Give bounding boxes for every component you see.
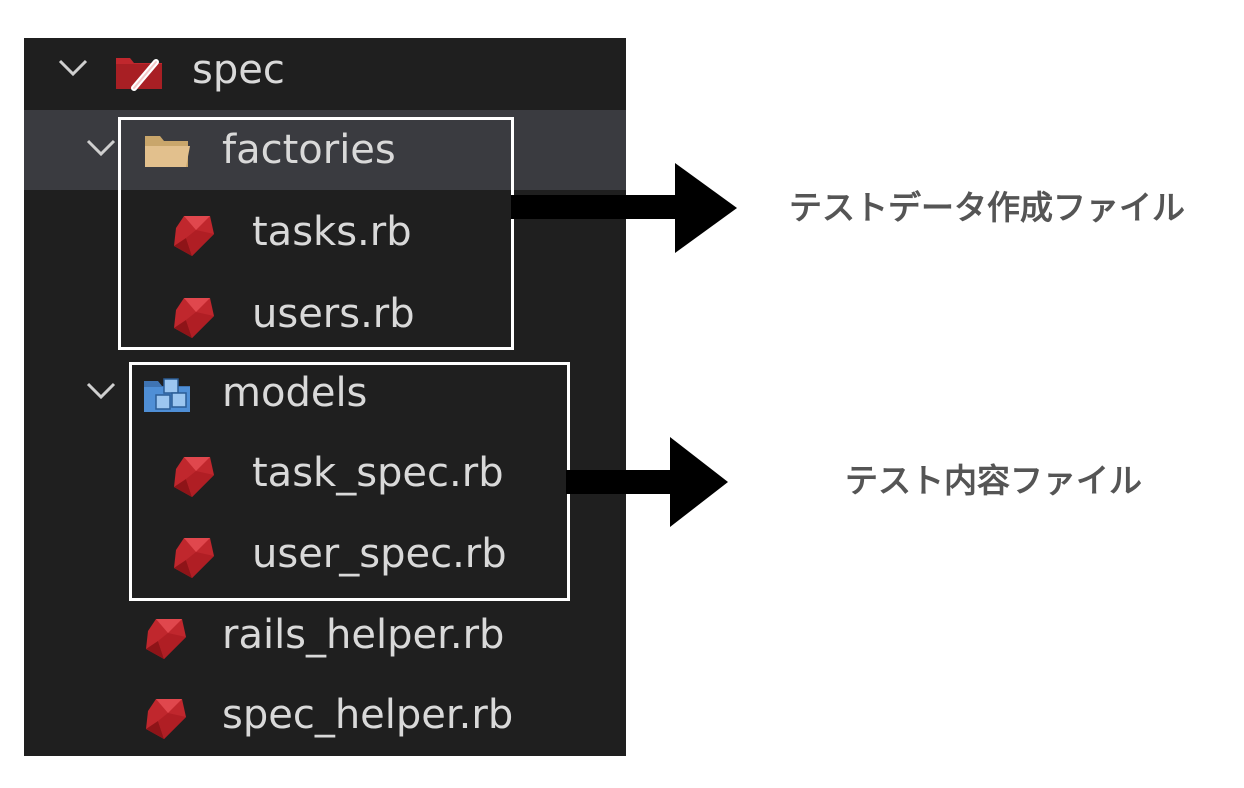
ruby-file-icon <box>146 699 186 739</box>
spec-folder-icon <box>116 58 162 91</box>
arrow-right-icon <box>511 163 737 253</box>
chevron-down-icon[interactable] <box>85 138 117 158</box>
tree-item-factories[interactable]: factories <box>24 110 626 190</box>
chevron-down-icon[interactable] <box>57 58 89 78</box>
tree-item-label: models <box>222 370 368 416</box>
tree-item-label: rails_helper.rb <box>222 612 505 658</box>
ruby-file-icon <box>174 216 214 256</box>
tree-item-label: user_spec.rb <box>252 531 507 577</box>
ruby-file-icon <box>146 619 186 659</box>
tree-item-models[interactable]: models <box>24 353 626 433</box>
tree-item-users-rb[interactable]: users.rb <box>24 274 626 354</box>
tree-item-label: task_spec.rb <box>252 450 504 496</box>
models-annotation-label: テスト内容ファイル <box>845 461 1142 500</box>
ruby-file-icon <box>174 538 214 578</box>
tree-item-spec-helper-rb[interactable]: spec_helper.rb <box>24 675 626 755</box>
ruby-file-icon <box>174 298 214 338</box>
models-highlight-box <box>129 362 570 601</box>
models-folder-icon <box>144 378 190 412</box>
arrow-right-icon <box>566 437 728 527</box>
tree-item-label: tasks.rb <box>252 209 412 255</box>
ruby-file-icon <box>174 457 214 497</box>
chevron-down-icon[interactable] <box>85 381 117 401</box>
tree-item-rails-helper-rb[interactable]: rails_helper.rb <box>24 595 626 675</box>
tree-item-label: users.rb <box>252 291 415 337</box>
tree-item-spec[interactable]: spec <box>24 30 626 110</box>
factories-annotation-label: テストデータ作成ファイル <box>789 188 1185 227</box>
tree-item-user-spec-rb[interactable]: user_spec.rb <box>24 514 626 594</box>
tree-item-label: factories <box>222 127 396 173</box>
factories-highlight-box <box>118 117 514 350</box>
tree-item-label: spec_helper.rb <box>222 692 514 738</box>
tree-item-task-spec-rb[interactable]: task_spec.rb <box>24 433 626 513</box>
folder-open-icon <box>145 136 190 167</box>
tree-item-tasks-rb[interactable]: tasks.rb <box>24 192 626 272</box>
tree-item-label: spec <box>192 47 285 93</box>
